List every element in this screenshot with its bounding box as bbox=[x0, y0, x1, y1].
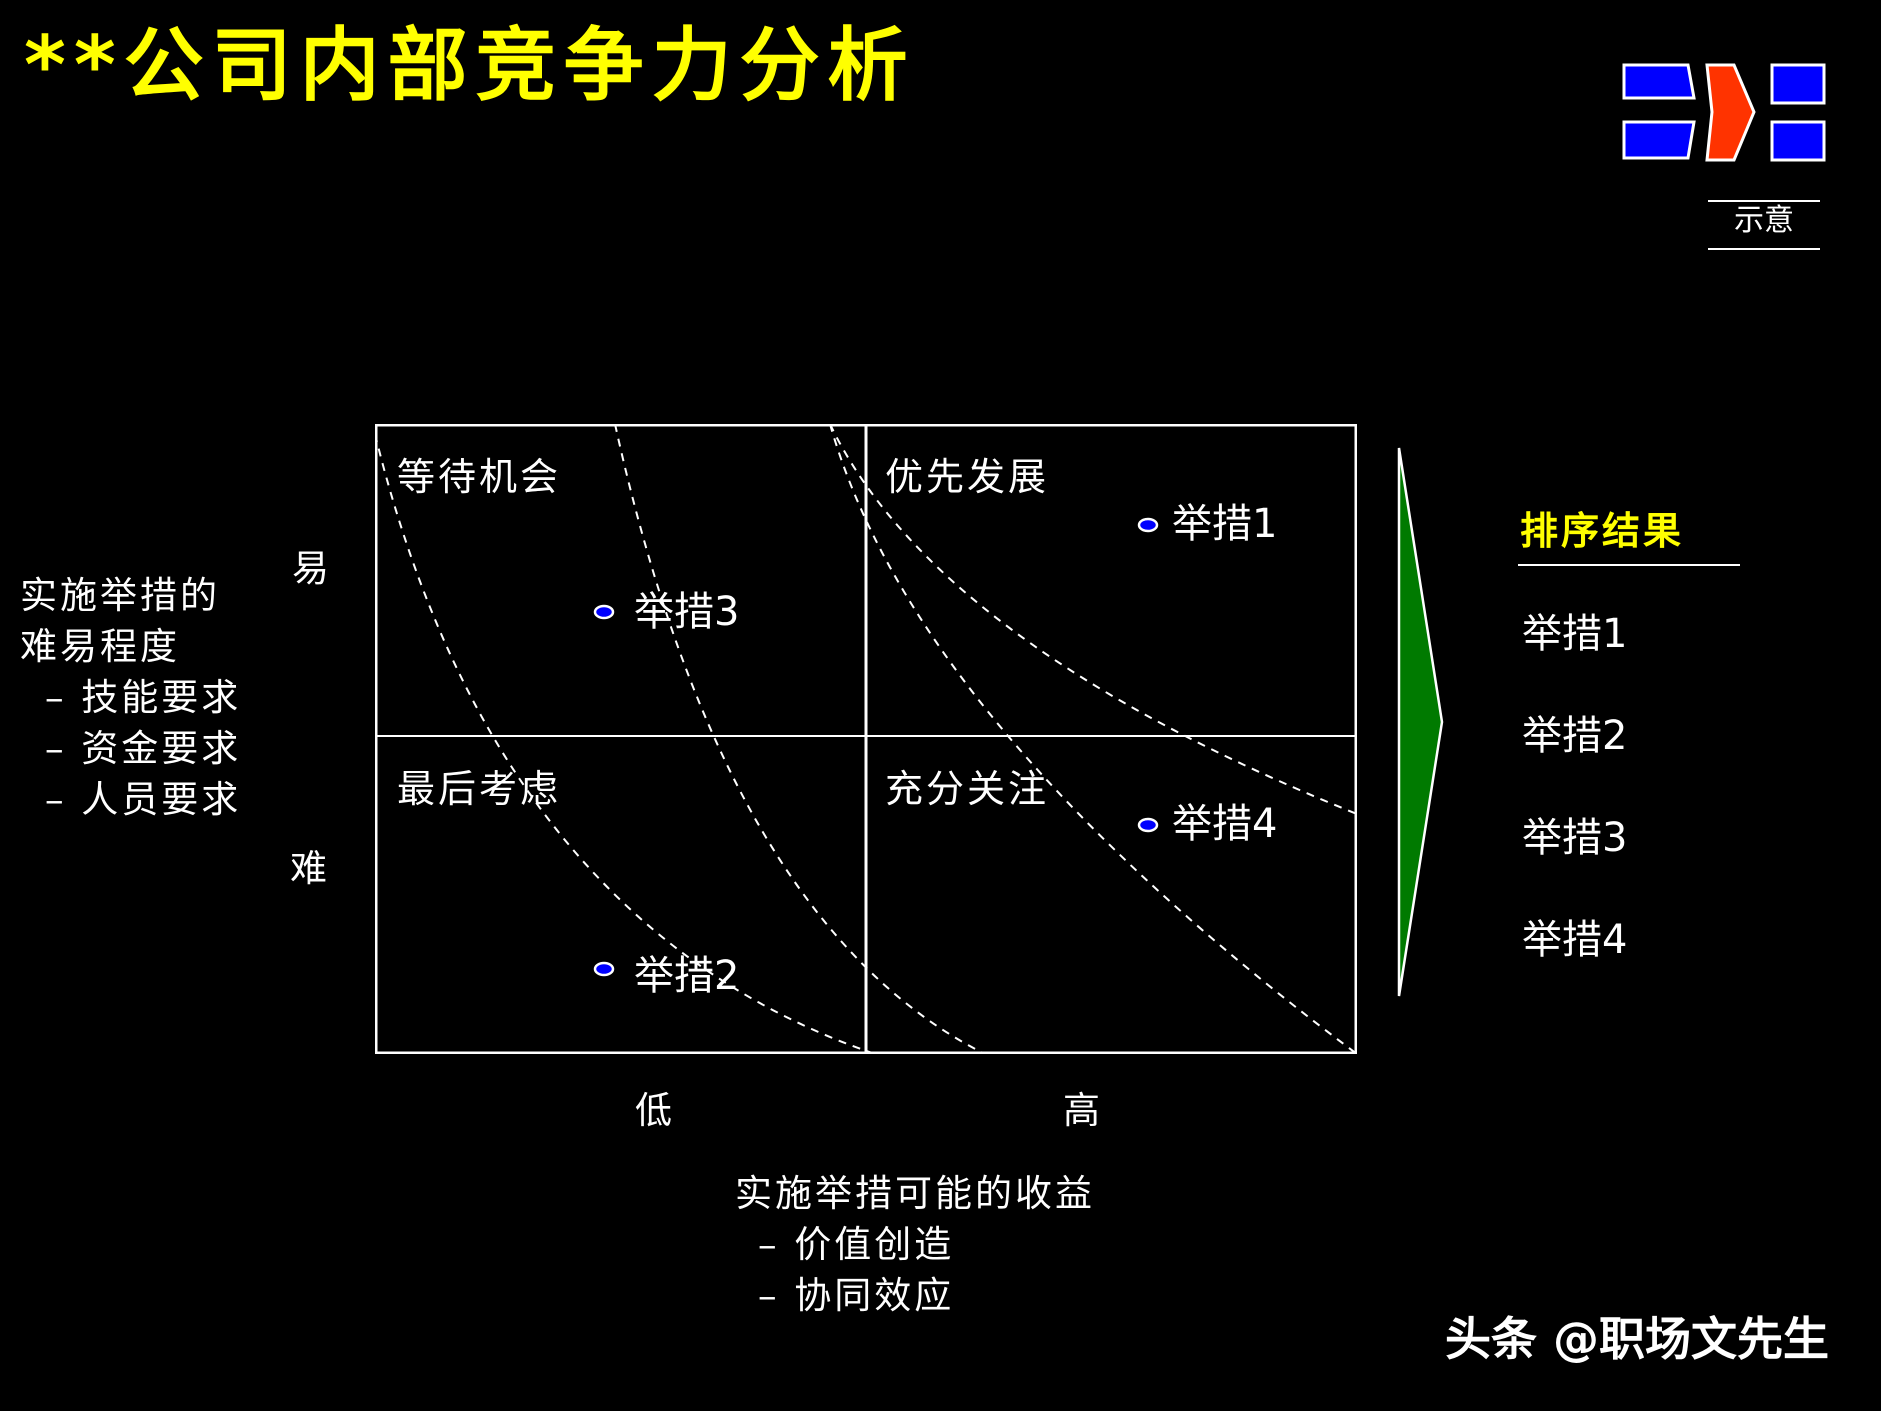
y-axis-bullet-2: – 资金要求 bbox=[45, 727, 242, 770]
point-marker-3 bbox=[593, 604, 615, 620]
indifference-curve-2 bbox=[614, 424, 986, 1054]
ranking-item-3: 举措3 bbox=[1522, 815, 1628, 861]
quadrant-label-priority: 优先发展 bbox=[885, 455, 1050, 499]
ranking-title-underline bbox=[1518, 564, 1740, 566]
x-axis-label: 实施举措可能的收益 bbox=[735, 1172, 1095, 1215]
ranking-item-1: 举措1 bbox=[1522, 611, 1628, 657]
indifference-curve-1 bbox=[375, 433, 876, 1054]
point-marker-4 bbox=[1137, 817, 1159, 833]
priority-matrix bbox=[375, 424, 1357, 1054]
company-logo bbox=[1622, 63, 1826, 162]
y-axis-label-line-1: 实施举措的 bbox=[20, 574, 220, 617]
point-label-4: 举措4 bbox=[1172, 801, 1278, 847]
ranking-item-4: 举措4 bbox=[1522, 917, 1628, 963]
quadrant-label-attention: 充分关注 bbox=[885, 767, 1050, 811]
y-tick-hard: 难 bbox=[290, 847, 327, 890]
y-axis-bullet-3: – 人员要求 bbox=[45, 778, 242, 821]
x-tick-high: 高 bbox=[1063, 1089, 1100, 1132]
quadrant-label-wait: 等待机会 bbox=[397, 455, 562, 499]
ranking-item-2: 举措2 bbox=[1522, 713, 1628, 759]
indifference-curve-3 bbox=[829, 424, 1357, 1054]
page-title: **公司内部竞争力分析 bbox=[24, 19, 916, 112]
note-bottom-line bbox=[1708, 248, 1820, 250]
ranking-arrow bbox=[1397, 447, 1444, 997]
point-marker-2 bbox=[593, 961, 615, 977]
y-tick-easy: 易 bbox=[292, 547, 329, 590]
watermark: 头条 @职场文先生 bbox=[1445, 1312, 1830, 1366]
y-axis-bullet-1: – 技能要求 bbox=[45, 676, 242, 719]
note-label: 示意 bbox=[1734, 203, 1794, 238]
point-marker-1 bbox=[1137, 517, 1159, 533]
note-top-line bbox=[1708, 200, 1820, 202]
x-tick-low: 低 bbox=[635, 1089, 672, 1132]
point-label-2: 举措2 bbox=[634, 953, 740, 999]
indifference-curve-4 bbox=[829, 424, 1357, 815]
point-label-1: 举措1 bbox=[1172, 501, 1278, 547]
x-axis-bullet-1: – 价值创造 bbox=[758, 1223, 955, 1266]
ranking-title: 排序结果 bbox=[1520, 508, 1685, 553]
y-axis-label: 实施举措的 难易程度 bbox=[20, 570, 220, 672]
x-axis-bullet-2: – 协同效应 bbox=[758, 1274, 955, 1317]
quadrant-label-last: 最后考虑 bbox=[397, 767, 562, 811]
y-axis-label-line-2: 难易程度 bbox=[20, 625, 180, 668]
point-label-3: 举措3 bbox=[634, 589, 740, 635]
